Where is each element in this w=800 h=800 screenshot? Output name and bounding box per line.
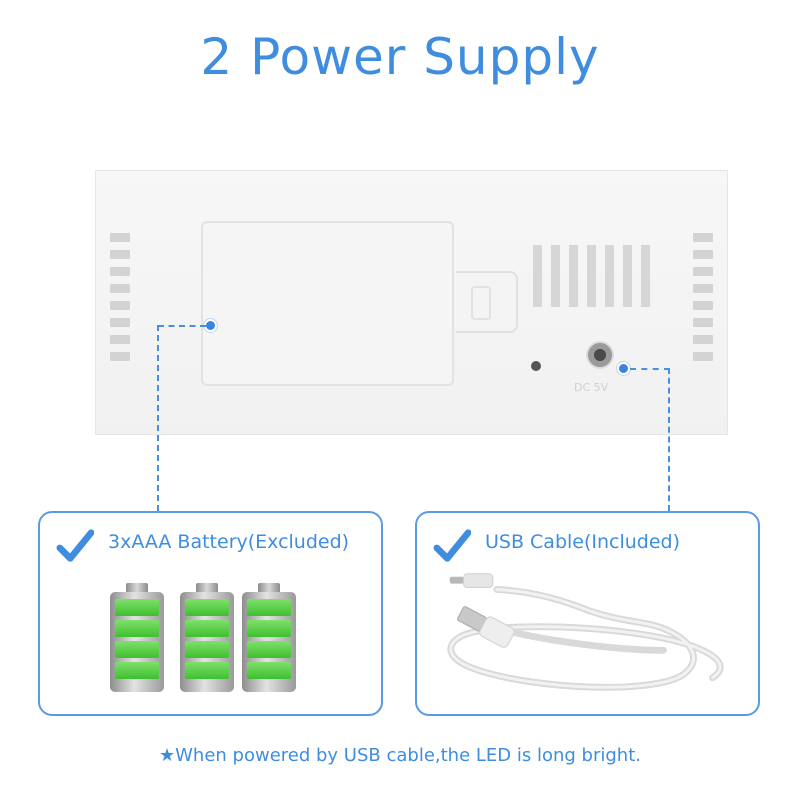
center-vent <box>533 245 650 307</box>
usb-cable-icon <box>447 573 724 691</box>
left-vent <box>110 233 130 369</box>
battery-icon <box>110 583 164 693</box>
battery-panel: 3xAAA Battery(Excluded) <box>38 511 383 716</box>
page-title: 2 Power Supply <box>200 28 600 86</box>
dc-label: DC 5V <box>574 381 609 394</box>
clock-back-panel: DC 5V <box>95 170 728 435</box>
connector-dot-icon <box>617 362 630 375</box>
battery-label: 3xAAA Battery(Excluded) <box>108 531 350 553</box>
battery-icon <box>180 583 234 693</box>
usb-label: USB Cable(Included) <box>485 531 681 553</box>
usb-panel: USB Cable(Included) <box>415 511 760 716</box>
leader-line-right-h <box>630 368 670 370</box>
check-icon <box>56 529 94 562</box>
check-icon <box>433 529 471 562</box>
battery-compartment-cover <box>201 221 454 386</box>
reset-hole <box>531 361 541 371</box>
battery-cover-tab <box>456 271 518 333</box>
right-vent <box>693 233 713 369</box>
leader-line-left-v <box>157 325 159 511</box>
footnote: ★When powered by USB cable,the LED is lo… <box>159 745 641 766</box>
dc-jack-icon <box>586 341 614 369</box>
battery-icon <box>242 583 296 693</box>
leader-line-right-v <box>668 368 670 511</box>
leader-line-left-h <box>158 325 206 327</box>
